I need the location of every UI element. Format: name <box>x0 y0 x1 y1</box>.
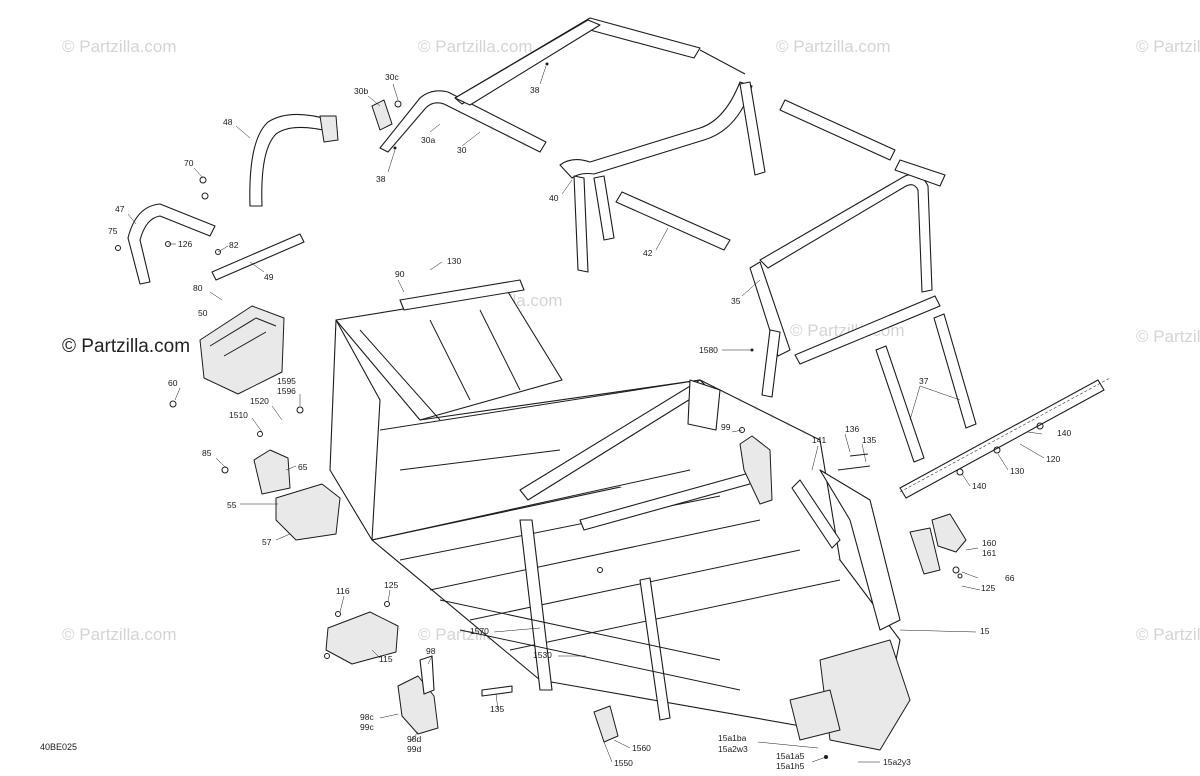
callout-label: 1510 <box>229 410 248 420</box>
callout-label: 1520 <box>250 396 269 406</box>
callout-label: 30a <box>421 135 435 145</box>
callout-label: 15a1h5 <box>776 761 805 771</box>
callout-label: 47 <box>115 204 125 214</box>
callout-label: 136 <box>845 424 859 434</box>
callout-label: 1560 <box>632 743 651 753</box>
callout-label: 1580 <box>699 345 718 355</box>
right-components-drawing <box>739 377 1111 579</box>
callout-label: 1550 <box>614 758 633 768</box>
callout-label: 30b <box>354 86 368 96</box>
callout-label: 98c <box>360 712 374 722</box>
callout-label: 38 <box>376 174 386 184</box>
callout-label: 98 <box>426 646 436 656</box>
callout-label: 57 <box>262 537 272 547</box>
watermark: © Partzilla.com <box>62 37 177 56</box>
callout-label: 66 <box>1005 573 1015 583</box>
callout-label: 15a2y3 <box>883 757 911 767</box>
callout-label: 30c <box>385 72 399 82</box>
callout-label: 42 <box>643 248 653 258</box>
watermark: © Partzilla.com <box>62 625 177 644</box>
callout-label: 99d <box>407 744 421 754</box>
bottom-components-drawing <box>324 601 828 759</box>
callout-label: 99 <box>721 422 731 432</box>
callout-label: 125 <box>384 580 398 590</box>
watermark: © Partzilla.com <box>1136 327 1200 346</box>
callout-label: 1570 <box>470 626 489 636</box>
callout-label: 140 <box>972 481 986 491</box>
callout-label: 130 <box>447 256 461 266</box>
callout-label: 135 <box>862 435 876 445</box>
diagram-code: 40BE025 <box>40 742 77 752</box>
watermark: © Partzilla.com <box>776 37 891 56</box>
callout-label: 30 <box>457 145 467 155</box>
left-components-drawing <box>115 113 341 541</box>
watermark-layer: © Partzilla.com © Partzilla.com © Partzi… <box>62 37 1200 644</box>
callout-label: 82 <box>229 240 239 250</box>
callout-label: 15 <box>980 626 990 636</box>
callout-label: 15a1ba <box>718 733 747 743</box>
partzilla-logo: © Partzilla.com <box>62 336 190 357</box>
callout-label: 40 <box>549 193 559 203</box>
callout-label: 1596 <box>277 386 296 396</box>
callout-label: 161 <box>982 548 996 558</box>
watermark: © Partzilla.com <box>418 37 533 56</box>
callout-label: 140 <box>1057 428 1071 438</box>
leader-lines <box>127 65 1045 763</box>
callout-label: 115 <box>379 654 393 664</box>
callout-label: 70 <box>184 158 194 168</box>
callout-label: 37 <box>919 376 929 386</box>
watermark: © Partzilla.com <box>1136 625 1200 644</box>
callout-label: 15a1a5 <box>776 751 805 761</box>
callout-label: 1595 <box>277 376 296 386</box>
callout-label: 90 <box>395 269 405 279</box>
callout-label: 38 <box>530 85 540 95</box>
callout-label: 130 <box>1010 466 1024 476</box>
callout-label: 135 <box>490 704 504 714</box>
callout-labels: 30c 30b 48 30a 30 38 38 70 47 75 126 82 … <box>108 72 1071 771</box>
main-frame-drawing <box>329 279 911 751</box>
callout-label: 80 <box>193 283 203 293</box>
callout-label: 65 <box>298 462 308 472</box>
callout-label: 126 <box>178 239 192 249</box>
callout-label: 50 <box>198 308 208 318</box>
roll-cage-drawing <box>371 17 977 463</box>
callout-label: 120 <box>1046 454 1060 464</box>
callout-label: 125 <box>981 583 995 593</box>
callout-label: 98d <box>407 734 421 744</box>
callout-label: 15a2w3 <box>718 744 748 754</box>
callout-label: 85 <box>202 448 212 458</box>
callout-label: 35 <box>731 296 741 306</box>
callout-label: 116 <box>336 586 350 596</box>
callout-label: 1530 <box>533 650 552 660</box>
callout-label: 48 <box>223 117 233 127</box>
callout-label: 160 <box>982 538 996 548</box>
callout-label: 99c <box>360 722 374 732</box>
callout-label: 55 <box>227 500 237 510</box>
callout-label: 49 <box>264 272 274 282</box>
watermark: © Partzilla.com <box>1136 37 1200 56</box>
callout-label: 75 <box>108 226 118 236</box>
callout-label: 141 <box>812 435 826 445</box>
callout-label: 60 <box>168 378 178 388</box>
